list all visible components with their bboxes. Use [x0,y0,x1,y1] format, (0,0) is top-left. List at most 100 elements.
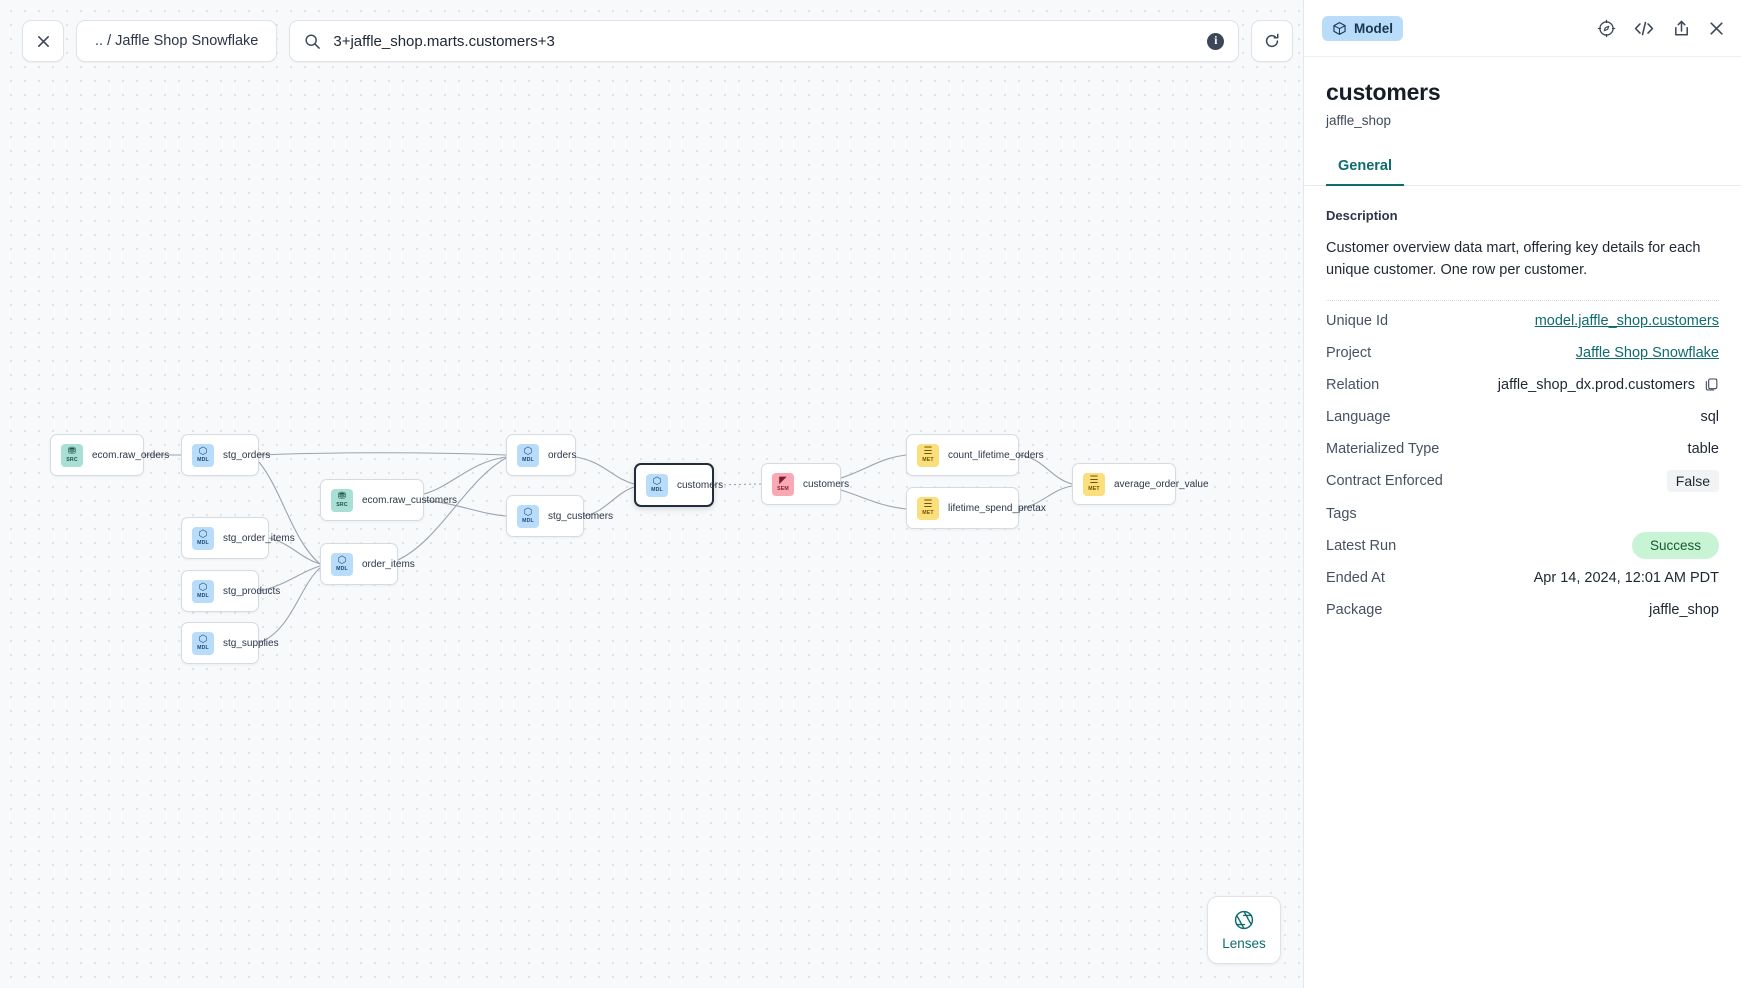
tab-general[interactable]: General [1326,150,1404,186]
node-type-label: Model [1354,20,1393,36]
badge-tag: MDL [197,539,209,546]
search-icon [305,33,321,49]
detail-value: False [1666,469,1719,492]
close-lineage-button[interactable] [22,20,64,62]
graph-node-customers_model[interactable]: ⬡MDL customers [634,463,723,507]
node-label: order_items [362,558,415,570]
canvas-toolbar: .. / Jaffle Shop Snowflake i [22,20,1294,62]
copy-icon[interactable] [1704,377,1719,392]
detail-row: Tags [1326,498,1719,530]
description-label: Description [1326,208,1398,223]
details-panel: Model [1303,0,1741,988]
badge-tag: MDL [197,456,209,463]
badge-tag: SEM [777,485,789,492]
node-label: lifetime_spend_pretax [948,502,1046,514]
mdl-badge-icon: ⬡MDL [646,473,668,497]
node-label: stg_supplies [223,637,279,649]
search-input[interactable] [333,32,1196,50]
node-label: count_lifetime_orders [948,449,1044,461]
badge-tag: SRC [66,456,78,463]
detail-key: Materialized Type [1326,440,1440,457]
detail-value: sql [1700,408,1719,425]
panel-header: customers jaffle_shop [1304,57,1741,128]
info-icon[interactable]: i [1207,32,1225,50]
graph-node-ecom_raw_orders[interactable]: ⛃SRC ecom.raw_orders [50,434,169,476]
mdl-badge-icon: ⬡MDL [192,631,214,655]
detail-link[interactable]: model.jaffle_shop.customers [1534,312,1719,329]
panel-tabs: General [1304,150,1741,186]
panel-toolbar: Model [1304,0,1741,57]
sem-badge-icon: ◤SEM [772,472,794,496]
node-type-chip[interactable]: Model [1322,15,1403,41]
close-icon [37,35,49,47]
node-label: customers [803,478,850,490]
detail-value: Apr 14, 2024, 12:01 AM PDT [1533,569,1719,586]
graph-node-stg_supplies[interactable]: ⬡MDL stg_supplies [181,622,279,664]
badge-tag: SRC [336,501,348,508]
node-label: stg_orders [223,449,271,461]
graph-node-stg_order_items[interactable]: ⬡MDL stg_order_items [181,517,295,559]
detail-key: Latest Run [1326,537,1397,554]
badge-tag: MDL [197,644,209,651]
mdl-badge-icon: ⬡MDL [192,579,214,603]
lenses-button[interactable]: Lenses [1207,896,1281,964]
detail-key: Project [1326,344,1372,361]
close-panel-icon[interactable] [1708,20,1725,37]
mdl-badge-icon: ⬡MDL [192,526,214,550]
status-badge: Success [1631,531,1719,559]
node-label: customers [677,479,724,491]
detail-link[interactable]: jaffle_shop_dx.prod.customers [1497,376,1695,393]
graph-node-customers_sem[interactable]: ◤SEM customers [761,463,849,505]
detail-key: Unique Id [1326,312,1389,329]
panel-action-icons [1597,19,1725,38]
node-label: stg_order_items [223,532,295,544]
panel-subtitle: jaffle_shop [1326,113,1392,128]
detail-link[interactable]: Jaffle Shop Snowflake [1575,344,1719,361]
src-badge-icon: ⛃SRC [61,443,83,467]
graph-node-stg_orders[interactable]: ⬡MDL stg_orders [181,434,270,476]
description-text: Customer overview data mart, offering ke… [1326,240,1701,279]
cube-icon [1333,21,1346,35]
mdl-badge-icon: ⬡MDL [192,443,214,467]
refresh-button[interactable] [1251,20,1294,62]
detail-key: Language [1326,408,1391,425]
detail-row: Relation jaffle_shop_dx.prod.customers [1326,369,1719,401]
node-label: ecom.raw_orders [92,449,170,461]
breadcrumb[interactable]: .. / Jaffle Shop Snowflake [76,20,278,62]
node-label: stg_products [223,585,281,597]
share-icon[interactable] [1672,19,1691,38]
badge-tag: MDL [522,517,534,524]
code-icon[interactable] [1633,19,1655,38]
lineage-canvas[interactable]: .. / Jaffle Shop Snowflake i ⛃SRCecom.ra… [0,0,1303,988]
panel-body: Description Customer overview data mart,… [1304,186,1741,988]
graph-node-stg_products[interactable]: ⬡MDL stg_products [181,570,280,612]
detail-value: jaffle_shop [1649,601,1719,618]
node-label: stg_customers [548,510,614,522]
badge-tag: MDL [522,456,534,463]
detail-value: Success [1631,531,1719,559]
detail-key: Package [1326,601,1383,618]
src-badge-icon: ⛃SRC [331,488,353,512]
detail-row: Latest Run Success [1326,530,1719,562]
met-badge-icon: ☰MET [1083,472,1105,496]
detail-key: Tags [1326,505,1357,522]
aperture-icon [1234,910,1254,930]
compass-icon[interactable] [1597,19,1616,38]
detail-key: Relation [1326,376,1380,393]
search-bar[interactable]: i [289,20,1240,62]
badge-tag: MET [922,456,934,463]
divider [1326,299,1719,301]
badge-tag: MET [922,509,934,516]
